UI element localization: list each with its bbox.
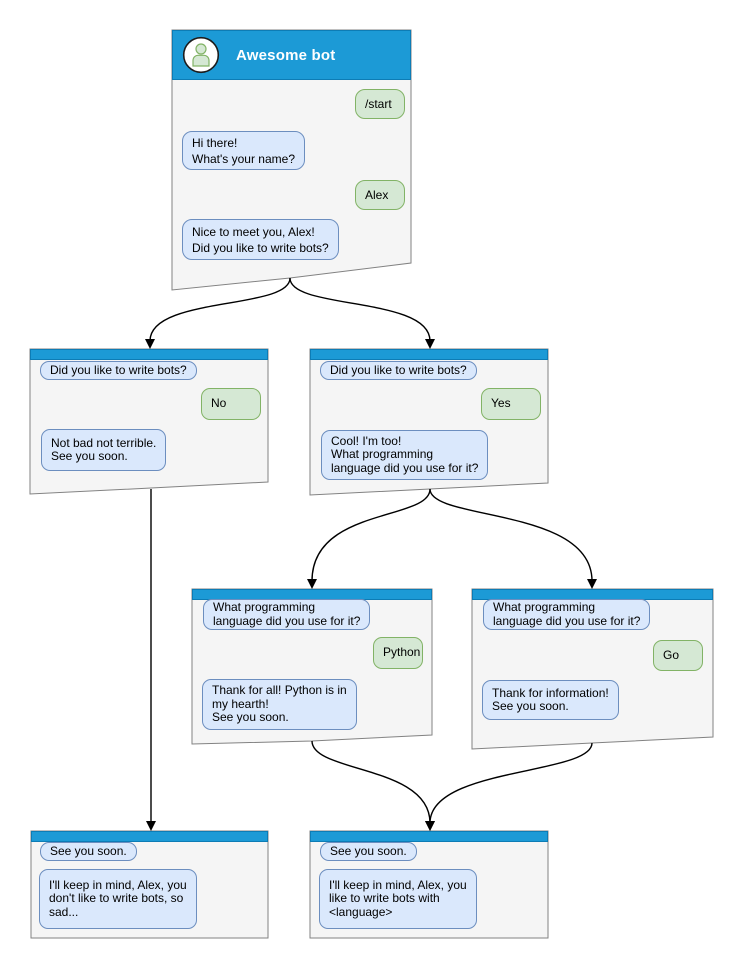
user-message-bubble: Python xyxy=(373,637,423,669)
window-titlebar-branch-yes xyxy=(310,349,548,360)
window-title: Awesome bot xyxy=(236,46,336,64)
bot-message-bubble: Did you like to write bots? xyxy=(320,361,477,380)
user-message-bubble: /start xyxy=(355,89,405,119)
connector-yes-to-go xyxy=(429,488,597,589)
user-message-bubble: Alex xyxy=(355,180,405,210)
connector-go-to-end xyxy=(425,742,593,831)
bot-message-bubble: Did you like to write bots? xyxy=(40,361,197,380)
window-titlebar-end-no xyxy=(31,831,268,842)
user-message-bubble: Yes xyxy=(481,388,541,420)
bot-message-bubble: Thank for all! Python is in my hearth! S… xyxy=(202,679,357,730)
bot-message-bubble: See you soon. xyxy=(40,842,137,861)
bot-avatar-icon xyxy=(182,36,220,74)
bot-message-bubble: Not bad not terrible. See you soon. xyxy=(41,429,167,471)
window-titlebar-branch-no xyxy=(30,349,268,360)
bot-message-bubble: Nice to meet you, Alex! Did you like to … xyxy=(182,219,339,260)
connector-root-to-yes xyxy=(289,277,435,349)
bot-message-bubble: What programming language did you use fo… xyxy=(203,599,371,630)
bot-message-bubble: See you soon. xyxy=(320,842,417,861)
bot-message-bubble: Thank for information! See you soon. xyxy=(482,680,619,720)
window-titlebar-root: Awesome bot xyxy=(172,30,411,80)
bot-message-bubble: Cool! I'm too! What programming language… xyxy=(321,430,489,480)
bot-message-bubble: Hi there! What's your name? xyxy=(182,131,306,170)
connector-yes-to-python xyxy=(307,488,431,589)
bot-message-bubble: I'll keep in mind, Alex, you don't like … xyxy=(39,869,197,929)
bot-message-bubble: I'll keep in mind, Alex, you like to wri… xyxy=(319,869,477,929)
connector-python-to-end xyxy=(311,740,435,831)
user-message-bubble: No xyxy=(201,388,261,420)
bot-message-bubble: What programming language did you use fo… xyxy=(483,599,651,630)
user-message-bubble: Go xyxy=(653,640,703,671)
window-titlebar-end-yes xyxy=(310,831,548,842)
connector-root-to-no xyxy=(145,277,291,349)
